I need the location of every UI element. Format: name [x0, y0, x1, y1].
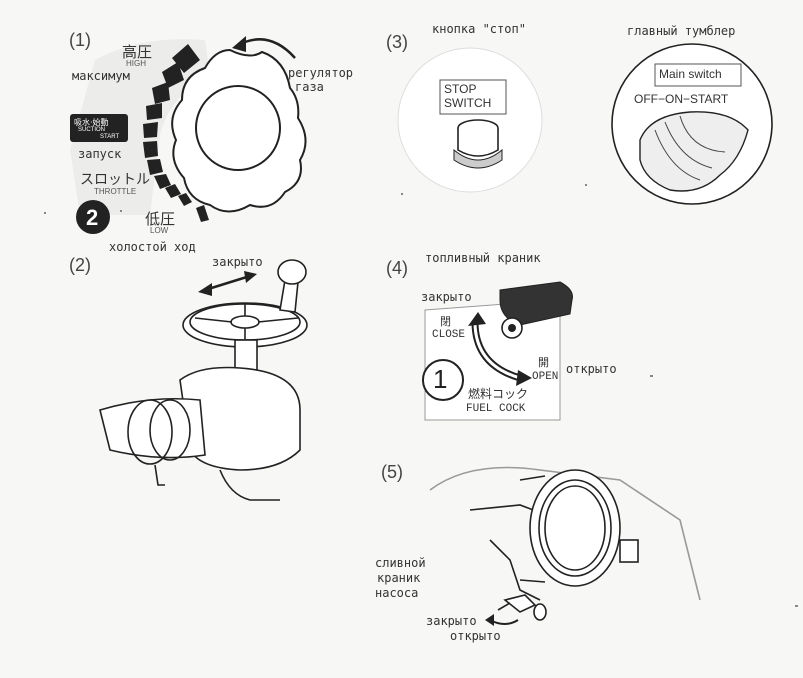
panel-5-number: (5) [381, 462, 403, 482]
step-2-badge [76, 200, 110, 234]
drain-label-1: сливной [375, 556, 426, 570]
drain-label-2: краник [377, 571, 421, 585]
close-label-en: CLOSE [432, 329, 466, 341]
fuel-cock-lever-icon[interactable] [499, 281, 573, 326]
open-label-jp: 開 [538, 356, 549, 369]
open-close-arrow-icon [198, 271, 257, 296]
low-label-jp: 低圧 [145, 210, 176, 228]
fuel-cock-jp: 燃料コック [468, 387, 529, 401]
throttle-label-jp: スロットル [80, 172, 150, 188]
main-switch-text: Main switch [659, 67, 722, 81]
fuel-cock-drawing [422, 281, 573, 421]
panel-3-number: (3) [386, 32, 408, 52]
max-label: максимум [72, 69, 130, 83]
stop-button-label: кнопка "стоп" [432, 22, 526, 36]
stop-switch-drawing [397, 47, 543, 193]
low-label-en: LOW [150, 226, 169, 235]
start-label-ru: запуск [78, 147, 122, 161]
key-hand-icon [639, 111, 749, 192]
throttle-label-en: THROTTLE [94, 187, 137, 196]
panel-1-number: (1) [69, 30, 91, 50]
throttle-dial-drawing [70, 36, 307, 234]
step-2-number: 2 [86, 205, 99, 230]
fuel-cock-caption: топливный краник [425, 251, 541, 265]
drain-open-label: открыто [450, 629, 501, 643]
pump-drain-drawing [429, 466, 701, 625]
stop-switch-label-box [439, 79, 507, 115]
panel-4-number: (4) [386, 258, 408, 278]
stop-switch-text-2: SWITCH [444, 96, 492, 110]
suction-label-jp: 吸水·始動 [74, 118, 109, 127]
discharge-valve-drawing [99, 259, 308, 501]
step-1-badge [422, 359, 464, 401]
main-switch-drawing [611, 43, 773, 205]
start-label-en: START [100, 134, 120, 140]
drain-closed-label: закрыто [426, 614, 477, 628]
step-1-number: 1 [433, 364, 448, 394]
throttle-scale-icon [143, 44, 209, 222]
drain-label-3: насоса [375, 586, 419, 600]
panel-2-number: (2) [69, 255, 91, 275]
regulator-label-2: газа [295, 80, 324, 94]
high-label-jp: 高圧 [122, 43, 153, 61]
scan-specks [44, 184, 798, 607]
valve-closed-label: закрыто [212, 255, 263, 269]
main-switch-label-box [654, 63, 742, 87]
fuel-open-label: открыто [566, 362, 617, 376]
main-switch-caption: главный тумблер [627, 24, 736, 38]
open-label-en: OPEN [532, 371, 559, 383]
drain-rotation-arrow-icon [489, 619, 519, 625]
suction-label-en: SUCTION [78, 127, 105, 133]
regulator-label-1: регулятор [288, 66, 354, 80]
fuel-cock-en: FUEL COCK [466, 403, 526, 415]
idle-label: холостой ход [109, 240, 196, 254]
switch-positions: OFF−ON−START [634, 92, 729, 106]
high-label-en: HIGH [126, 59, 146, 68]
stop-switch-text-1: STOP [444, 82, 477, 96]
fuel-closed-label: закрыто [421, 290, 472, 304]
close-label-jp: 閉 [440, 315, 451, 328]
suction-start-box [70, 114, 128, 142]
